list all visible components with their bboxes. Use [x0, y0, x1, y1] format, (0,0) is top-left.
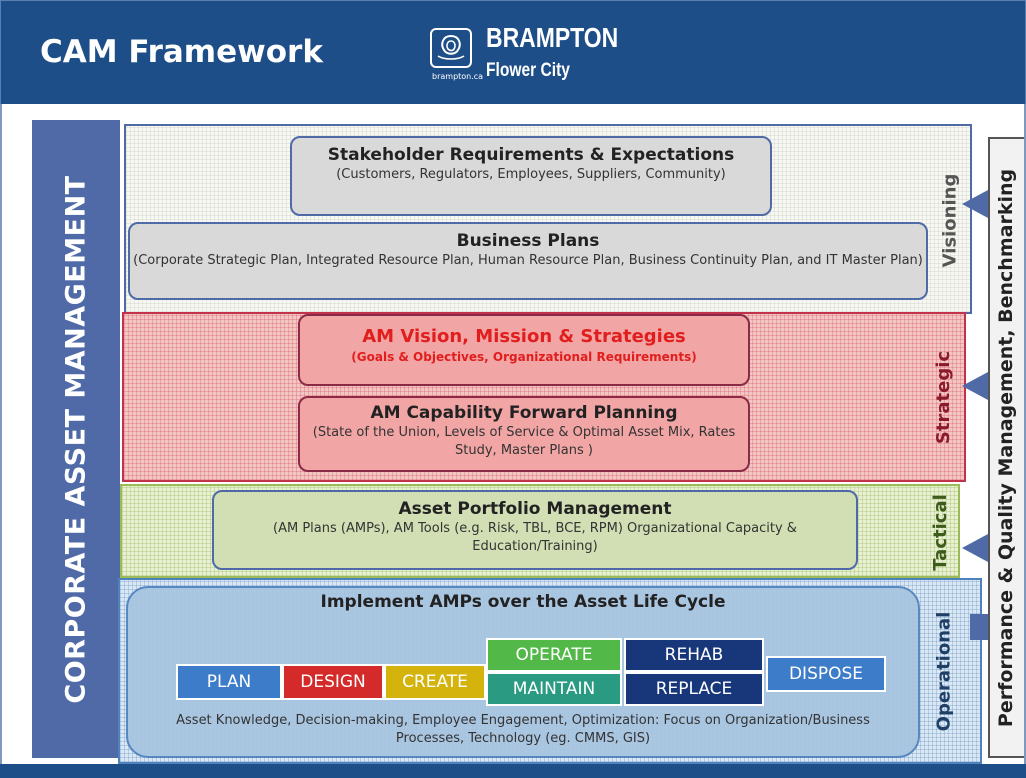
slide-frame-right — [1024, 104, 1026, 764]
business-plans-title: Business Plans — [456, 231, 600, 251]
business-plans-subtitle: (Corporate Strategic Plan, Integrated Re… — [133, 253, 923, 268]
strategic-label: Strategic — [933, 350, 955, 444]
stage-rehab: REHAB — [624, 638, 764, 672]
operational-connector — [970, 614, 988, 640]
performance-quality-bar — [988, 137, 1024, 758]
performance-quality-label-wrap: Performance & Quality Management, Benchm… — [988, 137, 1024, 758]
am-vision-title: AM Vision, Mission & Strategies — [362, 326, 686, 347]
operational-label: Operational — [933, 611, 955, 731]
page-title: CAM Framework — [40, 34, 323, 70]
stakeholder-requirements-box: Stakeholder Requirements & Expectations … — [290, 136, 772, 216]
logo-tagline: Flower City — [486, 60, 570, 81]
tactical-label-wrap: Tactical — [922, 488, 958, 576]
footer-bar — [0, 764, 1026, 778]
am-capability-title: AM Capability Forward Planning — [370, 403, 678, 423]
business-plans-box: Business Plans (Corporate Strategic Plan… — [128, 222, 928, 300]
stage-create: CREATE — [384, 664, 486, 700]
brampton-logo-icon — [430, 28, 472, 68]
am-vision-subtitle: (Goals & Objectives, Organizational Requ… — [351, 350, 697, 364]
slide-frame-left — [0, 104, 2, 764]
tactical-label: Tactical — [929, 493, 951, 571]
performance-quality-label: Performance & Quality Management, Benchm… — [995, 168, 1017, 727]
asset-portfolio-box: Asset Portfolio Management (AM Plans (AM… — [212, 490, 858, 570]
visioning-label-wrap: Visioning — [930, 130, 970, 310]
am-capability-subtitle: (State of the Union, Levels of Service &… — [312, 425, 736, 458]
header-bar — [0, 0, 1026, 104]
stage-maintain: MAINTAIN — [486, 672, 622, 706]
logo-name: BRAMPTON — [486, 22, 619, 53]
implement-amps-title: Implement AMPs over the Asset Life Cycle — [320, 592, 726, 612]
logo-site: brampton.ca — [432, 72, 484, 81]
implement-amps-footer: Asset Knowledge, Decision-making, Employ… — [176, 713, 870, 746]
am-vision-box: AM Vision, Mission & Strategies (Goals &… — [298, 314, 750, 386]
visioning-arrow-icon — [962, 190, 988, 218]
strategic-label-wrap: Strategic — [924, 316, 964, 478]
asset-portfolio-subtitle: (AM Plans (AMPs), AM Tools (e.g. Risk, T… — [273, 521, 797, 554]
asset-portfolio-title: Asset Portfolio Management — [398, 499, 672, 519]
stakeholder-title: Stakeholder Requirements & Expectations — [327, 145, 735, 165]
tactical-arrow-icon — [962, 534, 988, 562]
corporate-asset-management-label: CORPORATE ASSET MANAGEMENT — [60, 174, 92, 704]
operational-label-wrap: Operational — [924, 582, 964, 760]
stage-design: DESIGN — [282, 664, 384, 700]
stage-plan: PLAN — [176, 664, 282, 700]
stage-replace: REPLACE — [624, 672, 764, 706]
stakeholder-subtitle: (Customers, Regulators, Employees, Suppl… — [336, 167, 726, 182]
corporate-asset-management-label-wrap: CORPORATE ASSET MANAGEMENT — [32, 120, 120, 758]
strategic-arrow-icon — [962, 372, 988, 400]
stage-operate: OPERATE — [486, 638, 622, 672]
am-capability-box: AM Capability Forward Planning (State of… — [298, 396, 750, 472]
corporate-asset-management-bar — [32, 120, 120, 758]
visioning-label: Visioning — [939, 173, 961, 267]
stage-dispose: DISPOSE — [766, 656, 886, 692]
